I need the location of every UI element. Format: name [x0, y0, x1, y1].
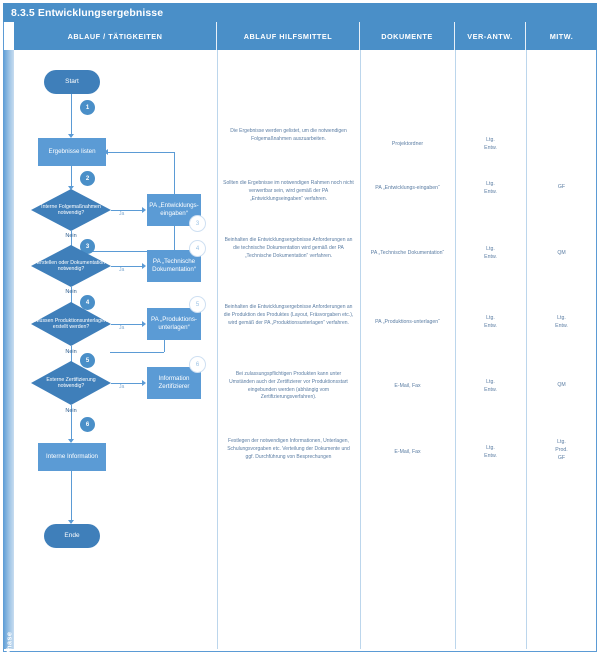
mitw-cell-2: GF [557, 184, 566, 190]
page-title: 8.3.5 Entwicklungsergebnisse [3, 3, 597, 22]
column-divider-3 [455, 50, 456, 649]
connector-dec5-nein [71, 405, 72, 442]
flowchart-lane: Start 1 Ergebnisse listen 2 Interne Folg… [14, 50, 217, 649]
phase-label: Phase [4, 631, 14, 655]
step-badge-light-6: 6 [189, 356, 206, 373]
hilfsmittel-cell-2: Sollten die Ergebnisse im notwendigen Ra… [223, 180, 354, 202]
hilfsmittel-cell-4: Beinhalten die Entwicklungsergebnisse An… [223, 304, 354, 326]
edge-label-ja-1: Ja [119, 211, 125, 217]
arrow-down-6 [68, 439, 74, 443]
flow-side-node-information-zertifizierer[interactable]: Information Zertifizierer [147, 367, 201, 399]
step-badge-4: 4 [80, 295, 95, 310]
arrow-right-1 [142, 207, 146, 213]
step-badge-light-3: 3 [189, 215, 206, 232]
column-header-ver-antw: VER-ANTW. [455, 22, 526, 50]
verantw-cell-2: Ltg. Entw. [484, 181, 497, 195]
column-divider-4 [526, 50, 527, 649]
mitw-cell-5: QM [557, 382, 566, 388]
hilfsmittel-cell-5: Bei zulassungspflichtigen Produkten kann… [229, 371, 348, 401]
dokumente-cell-5: E-Mail, Fax [394, 383, 421, 389]
connector-dec4-to-pa3 [111, 324, 144, 325]
step-badge-6: 6 [80, 417, 95, 432]
step-badge-1: 1 [80, 100, 95, 115]
column-header-row: ABLAUF / TÄTIGKEITEN ABLAUF HILFSMITTEL … [14, 22, 597, 50]
column-divider-2 [360, 50, 361, 649]
edge-label-nein-1: Nein [65, 233, 77, 239]
step-badge-light-5: 5 [189, 296, 206, 313]
arrow-down-7 [68, 520, 74, 524]
dokumente-cell-6: E-Mail, Fax [394, 449, 421, 455]
decision-label: Müssen Produktionsunterlagen erstellt we… [35, 317, 107, 330]
edge-label-ja-2: Ja [119, 267, 125, 273]
decision-label: Interne Folgemaßnahmen notwendig? [41, 203, 101, 216]
verantw-cell-6: Ltg. Entw. [484, 445, 497, 459]
dokumente-cell-3: PA „Technische Dokumentation“ [370, 250, 445, 256]
flow-decision-interne-folgemassnahmen[interactable]: Interne Folgemaßnahmen notwendig? [31, 189, 111, 231]
connector-pa1-loop-left [74, 251, 174, 252]
phase-band: Phase [3, 50, 14, 655]
connector-pa1-return-left [108, 152, 174, 153]
hilfsmittel-cell-6: Festlegen der notwendigen Informationen,… [227, 438, 350, 460]
flow-node-interne-information[interactable]: Interne Information [38, 443, 106, 471]
arrow-left-return-1 [104, 149, 108, 155]
connector-pa1-loop-down [174, 226, 175, 251]
verantw-cell-4: Ltg. Entw. [484, 315, 497, 329]
flow-side-node-pa-produktionsunterlagen[interactable]: PA „Produktions-unterlagen“ [147, 308, 201, 340]
column-header-ablauf-taetigkeiten: ABLAUF / TÄTIGKEITEN [14, 22, 217, 50]
connector-dec5-to-info [111, 383, 144, 384]
connector-dec4-nein [71, 346, 72, 375]
edge-label-ja-4: Ja [119, 384, 125, 390]
edge-label-ja-3: Ja [119, 325, 125, 331]
step-badge-3: 3 [80, 239, 95, 254]
column-header-ablauf-hilfsmittel: ABLAUF HILFSMITTEL [217, 22, 360, 50]
connector-pa3-down [164, 340, 165, 352]
arrow-down-2 [68, 186, 74, 190]
step-badge-2: 2 [80, 171, 95, 186]
connector-pa3-left [110, 352, 164, 353]
dokumente-cell-4: PA „Produktions-unterlagen“ [375, 319, 440, 325]
connector-dec3-to-pa2 [111, 266, 144, 267]
dokumente-cell-1: Projektordner [391, 141, 424, 147]
edge-label-nein-3: Nein [65, 349, 77, 355]
verantw-cell-5: Ltg. Entw. [484, 379, 497, 393]
page-title-text: 8.3.5 Entwicklungsergebnisse [11, 6, 164, 19]
edge-label-nein-2: Nein [65, 289, 77, 295]
flow-end-terminal[interactable]: Ende [44, 524, 100, 548]
column-header-mitw: MITW. [549, 31, 574, 41]
arrow-right-3 [142, 321, 146, 327]
diagram-body: Start 1 Ergebnisse listen 2 Interne Folg… [14, 50, 597, 649]
mitw-cell-6: Ltg. Prod. GF [555, 439, 568, 461]
arrow-right-2 [142, 263, 146, 269]
dokumente-cell-2: PA „Entwicklungs-eingaben“ [375, 185, 440, 191]
flow-start-terminal[interactable]: Start [44, 70, 100, 94]
flow-decision-produktionsunterlagen[interactable]: Müssen Produktionsunterlagen erstellt we… [31, 302, 111, 346]
mitw-cell-4: Ltg. Entw. [555, 315, 568, 329]
arrow-down-1 [68, 134, 74, 138]
decision-label: Externe Zertifizierung notwendig? [46, 376, 96, 389]
flow-decision-externe-zertifizierung[interactable]: Externe Zertifizierung notwendig? [31, 361, 111, 405]
step-badge-5: 5 [80, 353, 95, 368]
connector-dec3-nein [71, 287, 72, 316]
column-divider-1 [217, 50, 218, 649]
step-badge-light-4: 4 [189, 240, 206, 257]
connector-pa1-return-up [174, 152, 175, 194]
connector-node1-to-dec2 [71, 166, 72, 188]
hilfsmittel-cell-3: Beinhalten die Entwicklungsergebnisse An… [224, 237, 353, 259]
connector-dec2-to-pa1 [111, 210, 144, 211]
mitw-cell-3: QM [557, 250, 566, 256]
edge-label-nein-4: Nein [65, 408, 77, 414]
arrow-right-4 [142, 380, 146, 386]
column-header-dokumente: DOKUMENTE [360, 22, 455, 50]
connector-node6-to-end [71, 471, 72, 523]
verantw-cell-3: Ltg. Entw. [484, 246, 497, 260]
connector-start-to-node1 [71, 94, 72, 136]
flow-decision-erstellen-dokumentation[interactable]: Erstellen oder Dokumentation notwendig? [31, 245, 111, 287]
hilfsmittel-cell-1: Die Ergebnisse werden gelistet, um die n… [230, 128, 347, 142]
flow-node-ergebnisse-listen[interactable]: Ergebnisse listen [38, 138, 106, 166]
decision-label: Erstellen oder Dokumentation notwendig? [36, 259, 106, 272]
verantw-cell-1: Ltg. Entw. [484, 137, 497, 151]
